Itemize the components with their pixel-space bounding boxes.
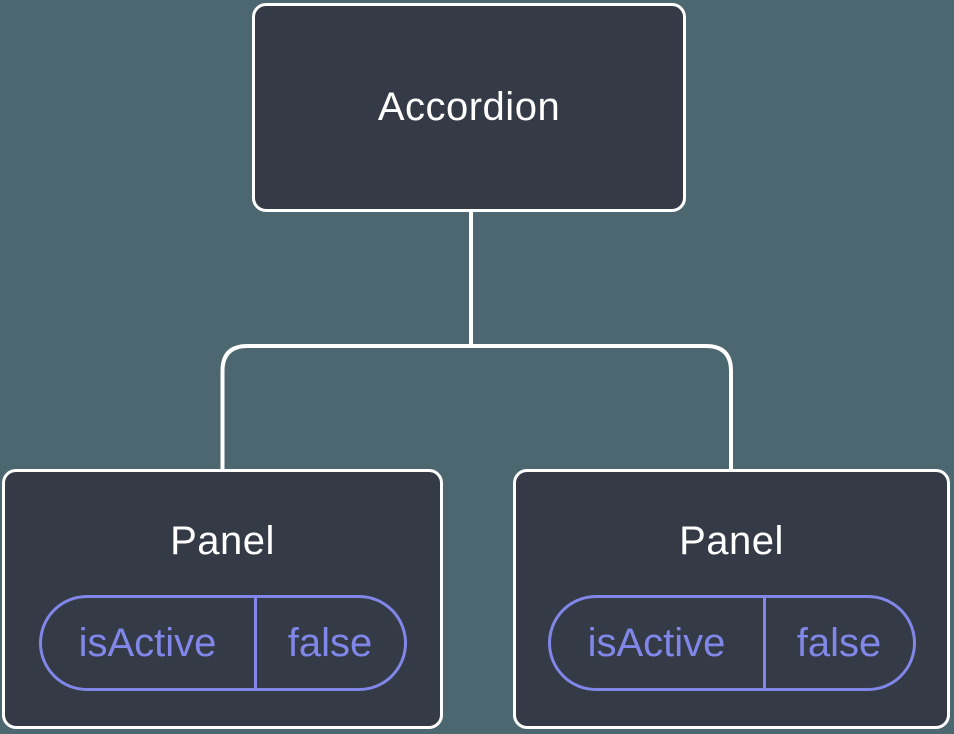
state-key: isActive bbox=[42, 598, 257, 688]
state-value: false bbox=[287, 620, 373, 665]
node-panel-1: Panel isActive false bbox=[2, 469, 443, 729]
connector-bracket bbox=[220, 344, 733, 469]
node-accordion-label: Accordion bbox=[377, 85, 561, 129]
node-panel-2-label: Panel bbox=[679, 519, 784, 563]
node-panel-2: Panel isActive false bbox=[513, 469, 950, 729]
node-panel-1-label: Panel bbox=[170, 519, 275, 563]
state-key: isActive bbox=[551, 598, 766, 688]
state-pill: isActive false bbox=[547, 595, 916, 691]
state-value: false bbox=[796, 620, 882, 665]
state-pill: isActive false bbox=[38, 595, 407, 691]
node-accordion: Accordion bbox=[252, 3, 686, 212]
